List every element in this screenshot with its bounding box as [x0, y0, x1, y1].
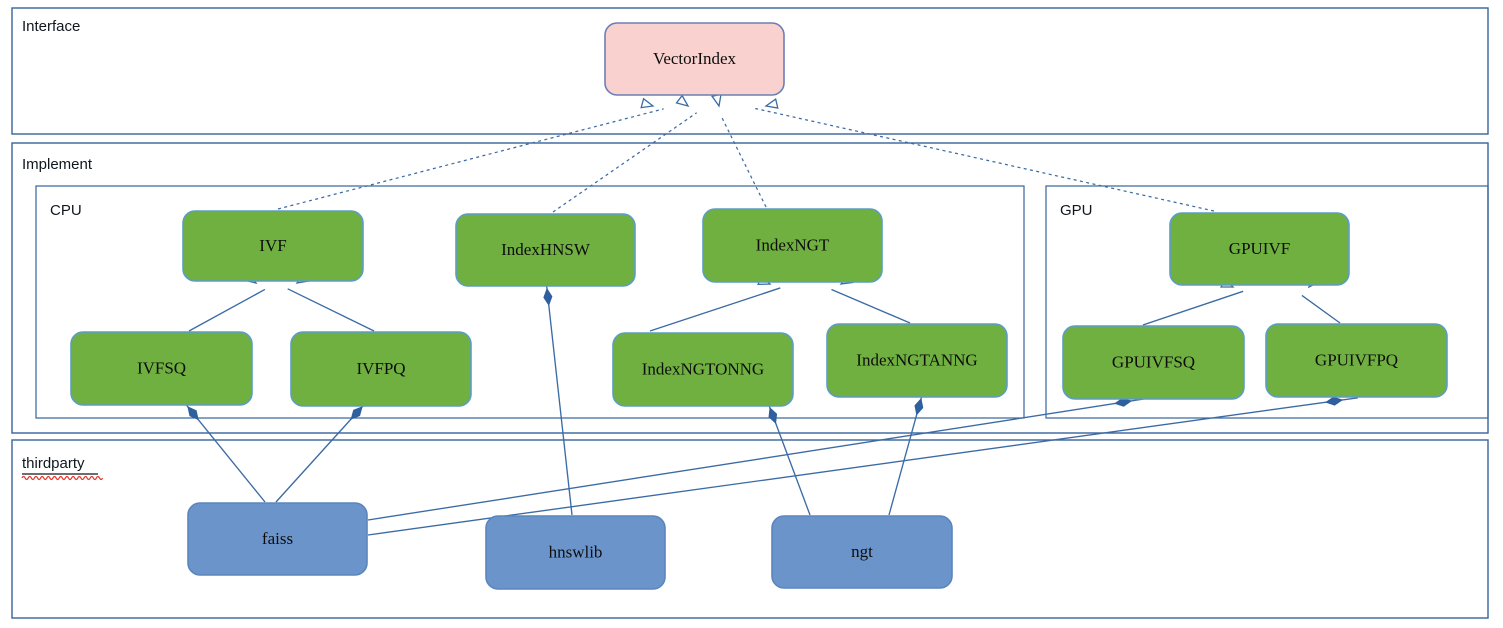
group-gpu: GPU: [1045, 185, 1489, 419]
node-indexhnsw[interactable]: IndexHNSW: [455, 213, 636, 287]
group-box-gpu: [1045, 185, 1489, 419]
group-label-gpu: GPU: [1060, 202, 1093, 219]
edge-line-ngtanng-ngt: [831, 288, 911, 324]
node-label-vectorindex: VectorIndex: [653, 49, 737, 68]
edge-line-ngtonng-ngt: [649, 287, 781, 332]
node-label-indexngt: IndexNGT: [756, 235, 830, 254]
edge-ngt-ngtanng: [888, 383, 926, 516]
node-label-gpuivfpq: GPUIVFPQ: [1315, 350, 1398, 369]
node-label-faiss: faiss: [262, 529, 293, 548]
edges: [177, 93, 1358, 536]
edge-faiss-ivfsq: [177, 394, 266, 503]
edge-ivf-vectorindex: [277, 97, 664, 210]
spellcheck-squiggle-thirdparty: [21, 475, 104, 481]
node-rect-vectorindex[interactable]: [604, 22, 785, 96]
edge-faiss-ivfpq: [275, 394, 374, 503]
node-rect-hnswlib[interactable]: [485, 515, 666, 590]
composition-diamond-ngt-ngtonng: [768, 406, 778, 425]
composition-diamond-faiss-ivfsq: [187, 406, 199, 421]
node-label-hnswlib: hnswlib: [549, 542, 603, 561]
edge-line-gpuivf-vectorindex: [755, 107, 1215, 212]
node-gpuivf[interactable]: GPUIVF: [1169, 212, 1350, 286]
edge-line-faiss-gpuivfpq: [367, 397, 1358, 536]
node-rect-indexngtonng[interactable]: [612, 332, 794, 407]
edge-gpuivf-vectorindex: [755, 97, 1215, 212]
group-label-cpu: CPU: [50, 202, 82, 219]
group-cpu: CPU: [35, 185, 1025, 419]
composition-diamond-faiss-gpuivfpq: [1325, 396, 1344, 406]
node-rect-ivfpq[interactable]: [290, 331, 472, 407]
node-label-indexhnsw: IndexHNSW: [501, 240, 591, 259]
node-label-indexngtanng: IndexNGTANNG: [856, 350, 977, 369]
edge-ngt-ngtonng: [763, 392, 811, 516]
node-rect-gpuivfsq[interactable]: [1062, 325, 1245, 400]
group-label-implement: Implement: [22, 156, 93, 173]
composition-diamond-faiss-ivfpq: [350, 406, 363, 420]
node-indexngtanng[interactable]: IndexNGTANNG: [826, 323, 1008, 398]
node-rect-gpuivf[interactable]: [1169, 212, 1350, 286]
node-rect-ivfsq[interactable]: [70, 331, 253, 406]
group-box-thirdparty: [11, 439, 1489, 619]
generalization-arrowhead-ivf-vectorindex: [640, 97, 655, 109]
node-vectorindex[interactable]: VectorIndex: [604, 22, 785, 96]
node-rect-indexhnsw[interactable]: [455, 213, 636, 287]
composition-diamond-hnswlib-indexhnsw: [543, 287, 553, 307]
node-rect-faiss[interactable]: [187, 502, 368, 576]
group-box-cpu: [35, 185, 1025, 419]
edge-line-ivfsq-ivf: [188, 288, 266, 332]
node-ivfpq[interactable]: IVFPQ: [290, 331, 472, 407]
node-rect-gpuivfpq[interactable]: [1265, 323, 1448, 398]
composition-diamond-ngt-ngtanng: [914, 397, 924, 416]
node-rect-ivf[interactable]: [182, 210, 364, 282]
edge-faiss-gpuivfpq: [367, 396, 1358, 536]
node-ngt[interactable]: ngt: [771, 515, 953, 589]
edge-line-ivf-vectorindex: [277, 108, 664, 210]
node-label-gpuivfsq: GPUIVFSQ: [1112, 352, 1195, 371]
node-indexngtonng[interactable]: IndexNGTONNG: [612, 332, 794, 407]
node-gpuivfsq[interactable]: GPUIVFSQ: [1062, 325, 1245, 400]
group-label-thirdparty: thirdparty: [22, 455, 85, 472]
generalization-arrowhead-gpuivf-vectorindex: [764, 97, 779, 109]
node-label-gpuivf: GPUIVF: [1229, 239, 1290, 258]
node-label-ivfpq: IVFPQ: [356, 359, 405, 378]
node-indexngt[interactable]: IndexNGT: [702, 208, 883, 283]
node-label-indexngtonng: IndexNGTONNG: [642, 359, 764, 378]
node-label-ngt: ngt: [851, 542, 873, 561]
edge-hnswlib-indexhnsw: [543, 273, 573, 516]
group-label-interface: Interface: [22, 18, 80, 35]
node-label-ivf: IVF: [259, 236, 286, 255]
node-rect-ngt[interactable]: [771, 515, 953, 589]
edge-line-faiss-gpuivfsq: [367, 397, 1147, 521]
edge-line-ivfpq-ivf: [287, 288, 375, 332]
edge-line-hnswlib-indexhnsw: [544, 273, 573, 516]
edge-line-indexngt-vectorindex: [720, 116, 767, 208]
group-thirdparty: thirdparty: [11, 439, 1489, 619]
node-gpuivfpq[interactable]: GPUIVFPQ: [1265, 323, 1448, 398]
generalization-arrowhead-indexhnsw-vectorindex: [675, 94, 690, 108]
node-faiss[interactable]: faiss: [187, 502, 368, 576]
edge-line-gpuivfsq-gpuivf: [1142, 290, 1244, 326]
node-rect-indexngtanng[interactable]: [826, 323, 1008, 398]
edge-indexhnsw-vectorindex: [552, 94, 698, 213]
node-ivf[interactable]: IVF: [182, 210, 364, 282]
node-label-ivfsq: IVFSQ: [137, 358, 186, 377]
node-rect-indexngt[interactable]: [702, 208, 883, 283]
node-ivfsq[interactable]: IVFSQ: [70, 331, 253, 406]
edge-line-gpuivfpq-gpuivf: [1301, 294, 1341, 324]
node-hnswlib[interactable]: hnswlib: [485, 515, 666, 590]
